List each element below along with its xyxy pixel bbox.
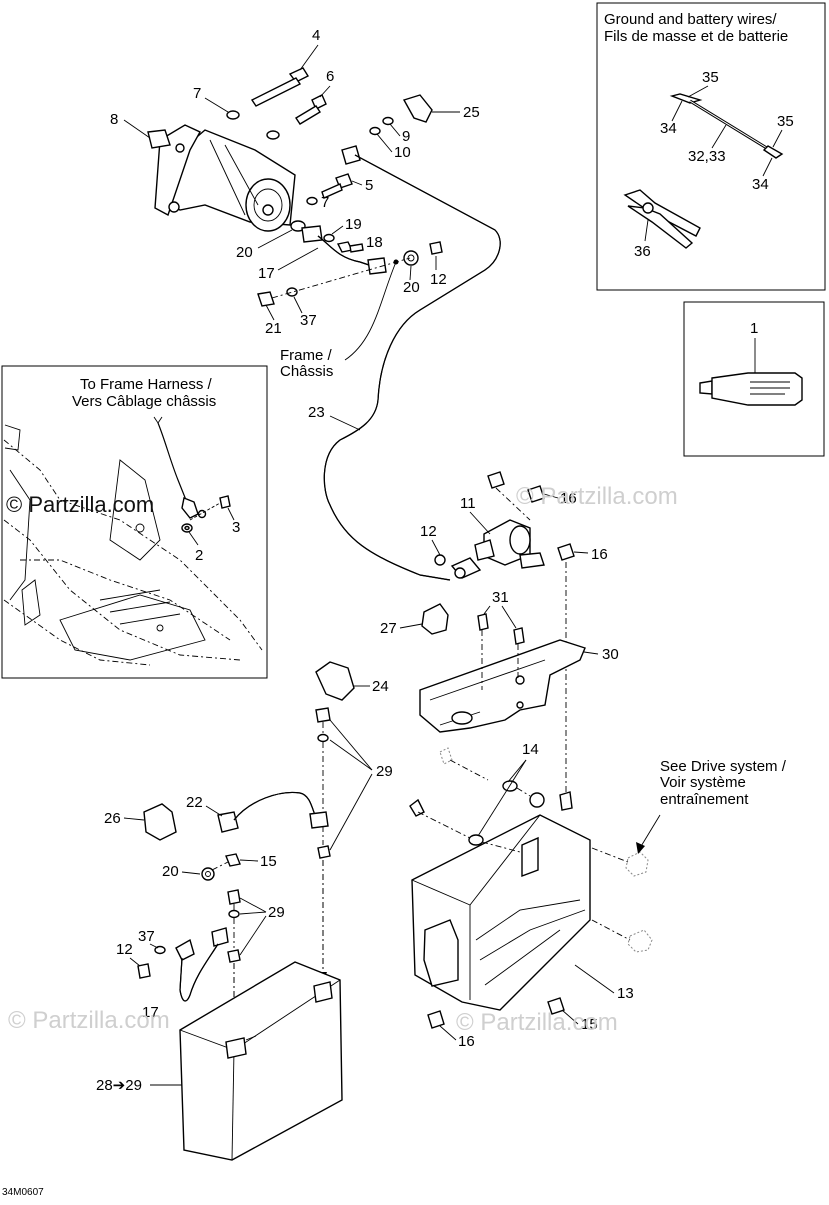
- inset-ground-battery-wires: Ground and battery wires/ Fils de masse …: [596, 2, 826, 291]
- callout-26: 26: [104, 810, 121, 827]
- cap-27: 27: [380, 603, 449, 637]
- callout-14: 14: [522, 741, 539, 758]
- inset-frame-title-line2: Vers Câblage châssis: [72, 393, 216, 410]
- callout-30: 30: [602, 646, 619, 663]
- drive-label-line1: See Drive system /: [660, 758, 787, 775]
- callout-12-battery: 12: [116, 941, 133, 958]
- callout-29-center: 29: [376, 763, 393, 780]
- callout-17-battery: 17: [142, 1004, 159, 1021]
- callout-16-bottom: 16: [458, 1033, 475, 1050]
- callout-16-mid: 16: [591, 546, 608, 563]
- callout-23: 23: [308, 404, 325, 421]
- bolt-29-chain: 29: [315, 707, 393, 982]
- solenoid: 11 12 16 16: [420, 471, 608, 795]
- drive-label-line2: Voir système: [660, 774, 746, 791]
- inset-frame-title-line1: To Frame Harness /: [80, 376, 213, 393]
- callout-34-left: 34: [660, 120, 677, 137]
- frame-label-line1: Frame /: [280, 347, 333, 364]
- callout-7-mid: 7: [321, 194, 329, 211]
- inset-grease-tube: 1: [683, 301, 825, 457]
- callout-7-top: 7: [193, 85, 201, 102]
- callout-11: 11: [460, 495, 476, 512]
- callout-36: 36: [634, 243, 651, 260]
- starter-cable: 17 19 18: [258, 216, 387, 282]
- bolt-21-washer-37: 21 37: [257, 257, 411, 337]
- ground-wire-illustration: [669, 93, 784, 159]
- callout-19: 19: [345, 216, 362, 233]
- tube-body: [711, 372, 803, 406]
- frame-phantom-sketch: [3, 424, 263, 666]
- callout-10: 10: [394, 144, 411, 161]
- callout-15-left: 15: [260, 853, 277, 870]
- callout-35-top: 35: [702, 69, 719, 86]
- watermark-bottom-right: © Partzilla.com: [456, 1009, 618, 1036]
- callout-37-top: 37: [300, 312, 317, 329]
- battery: 28➔29: [96, 961, 343, 1161]
- drive-system-note: See Drive system / Voir système entraîne…: [636, 758, 787, 854]
- cable-17-battery: 17 37 12: [116, 927, 229, 1021]
- cable-22: 22: [186, 791, 329, 833]
- callout-31: 31: [492, 589, 509, 606]
- callout-13: 13: [617, 985, 634, 1002]
- frame-label-line2: Châssis: [280, 363, 333, 380]
- callout-12-mid: 12: [420, 523, 437, 540]
- inset-wires-title-line1: Ground and battery wires/: [604, 11, 777, 28]
- callout-20-right: 20: [403, 279, 420, 296]
- boot-26: 26: [104, 803, 177, 841]
- inset-wires-title-line2: Fils de masse et de batterie: [604, 28, 788, 45]
- drive-label-line3: entraînement: [660, 791, 749, 808]
- callout-17-top: 17: [258, 265, 275, 282]
- callout-34-bottom: 34: [752, 176, 769, 193]
- callout-3: 3: [232, 519, 240, 536]
- callout-35-right: 35: [777, 113, 794, 130]
- starter-fasteners: 4 7 6 5 7 20: [193, 27, 373, 261]
- callout-8: 8: [110, 111, 118, 128]
- battery-bracket: 31 30: [419, 589, 619, 733]
- callout-20-battery: 20: [162, 863, 179, 880]
- callout-29-left: 29: [268, 904, 285, 921]
- callout-1: 1: [750, 320, 758, 337]
- tube-nozzle: [699, 380, 713, 395]
- callout-22: 22: [186, 794, 203, 811]
- boot-25-washers: 25 9 10: [369, 94, 480, 161]
- callout-5: 5: [365, 177, 373, 194]
- callout-12-top: 12: [430, 271, 447, 288]
- callout-25: 25: [463, 104, 480, 121]
- battery-fasteners-left: 20 15 29: [162, 853, 285, 1035]
- starter-motor: 8: [110, 111, 296, 232]
- callout-9: 9: [402, 128, 410, 145]
- callout-15-right: 15: [581, 1016, 598, 1033]
- callout-21: 21: [265, 320, 282, 337]
- callout-32-33: 32,33: [688, 148, 726, 165]
- callout-24: 24: [372, 678, 389, 695]
- watermark-inset: © Partzilla.com: [6, 492, 154, 517]
- callout-28-29: 28➔29: [96, 1077, 142, 1094]
- callout-37-battery: 37: [138, 928, 155, 945]
- drawing-ref-code: 34M0607: [2, 1187, 44, 1198]
- crimp-tool-illustration: [623, 189, 701, 249]
- callout-20-starter: 20: [236, 244, 253, 261]
- battery-box: 14 13 15 16: [409, 741, 653, 1050]
- watermark-center: © Partzilla.com: [516, 483, 678, 510]
- callout-16-top: 16: [560, 490, 577, 507]
- callout-2: 2: [195, 547, 203, 564]
- cover-24: 24: [315, 661, 389, 701]
- watermark-bottom-left: © Partzilla.com: [8, 1007, 170, 1034]
- battery-cable-23: 23 Frame / Châssis: [280, 145, 501, 581]
- callout-6: 6: [326, 68, 334, 85]
- callout-18: 18: [366, 234, 383, 251]
- harness-wire: [157, 422, 187, 501]
- callout-4: 4: [312, 27, 320, 44]
- inset-frame-harness: To Frame Harness / Vers Câblage châssis …: [1, 365, 268, 679]
- callout-27: 27: [380, 620, 397, 637]
- ground-fasteners-top: 20 12: [403, 241, 447, 296]
